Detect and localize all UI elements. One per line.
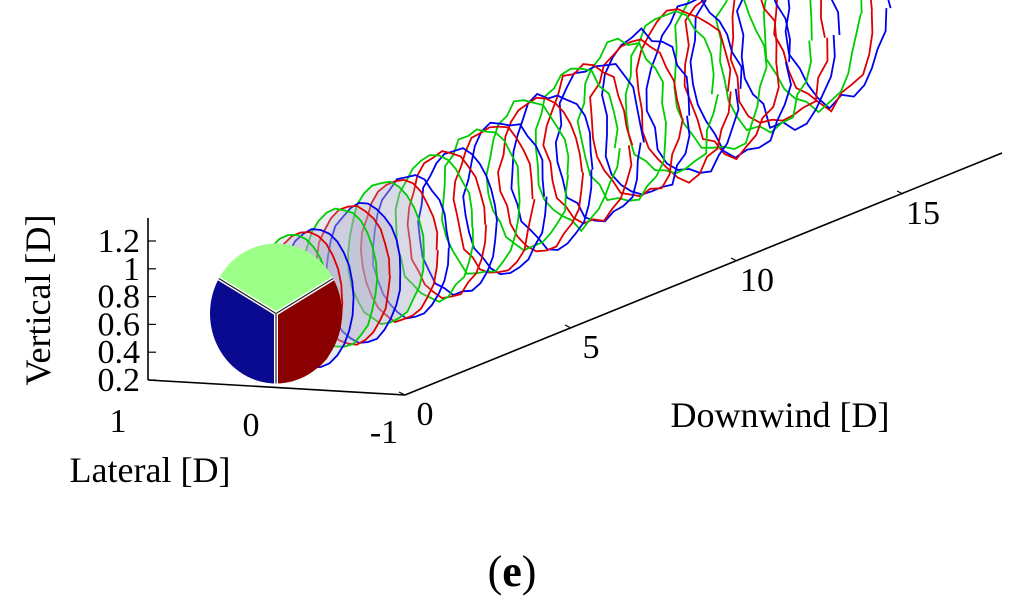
wake-ring-series-2-6	[554, 63, 645, 223]
downwind-tick-mark-2	[730, 257, 738, 262]
wake-ring-series-0-8	[624, 10, 719, 175]
wake-ring-series-0-3	[394, 154, 474, 303]
lateral-tick-label-1: 0	[243, 407, 260, 444]
vertical-axis-label: Vertical [D]	[18, 215, 58, 386]
panel-label: (e)	[487, 547, 537, 596]
wake-ring-series-1-7	[589, 38, 684, 198]
rotor-blade-edge-0	[275, 277, 334, 315]
wake-ring-series-1-9	[683, 0, 780, 161]
wake-ring-series-1-8	[635, 8, 732, 184]
wake-ring-series-0-4	[441, 128, 521, 275]
vertical-tick-label-0: 0.2	[98, 362, 141, 399]
wake-ring-series-0-6	[534, 67, 621, 233]
wake-ring-series-2-9	[689, 0, 792, 159]
wake-ring-series-2-10	[736, 0, 841, 132]
wake-ring-series-0-11	[762, 0, 863, 114]
wake-ring-series-1-6	[542, 63, 634, 225]
downwind-tick-label-0: 0	[417, 396, 434, 433]
downwind-tick-label-2: 10	[740, 262, 774, 299]
wake-ring-series-2-5	[510, 92, 594, 251]
downwind-tick-label-3: 15	[906, 195, 940, 232]
wake-ring-series-2-11	[784, 0, 892, 110]
vertical-tick-label-2: 0.6	[98, 306, 141, 343]
wake-ring-series-1-5	[497, 96, 585, 253]
downwind-tick-mark-1	[564, 324, 572, 329]
wake-ring-series-1-11	[773, 0, 874, 113]
wake-ring-series-0-10	[714, 0, 813, 134]
downwind-tick-mark-3	[896, 190, 904, 195]
downwind-tick-label-1: 5	[583, 329, 600, 366]
wake-rings-group	[254, 0, 892, 375]
wake-ring-series-2-8	[645, 0, 743, 174]
wake-ring-series-2-4	[462, 121, 548, 276]
vertical-tick-label-4: 1	[123, 251, 140, 288]
lateral-tick-label-0: 1	[110, 403, 127, 440]
wake-ring-series-1-10	[729, 0, 829, 124]
wake-ring-series-2-3	[417, 147, 498, 297]
wake-ring-series-0-2	[347, 180, 425, 326]
wake-ring-series-0-7	[576, 37, 667, 202]
panel-label-letter: e	[502, 547, 522, 596]
rotor-blade-edge-2	[218, 277, 277, 315]
downwind-tick-mark-0	[398, 391, 406, 396]
lateral-axis-line	[147, 379, 406, 396]
vertical-tick-label-1: 0.4	[98, 334, 141, 371]
vertical-tick-label-3: 0.8	[98, 279, 141, 316]
lateral-tick-label-2: -1	[370, 414, 398, 451]
wake-ring-series-2-7	[601, 27, 691, 196]
wake-ring-series-1-3	[406, 150, 487, 300]
vertical-tick-label-5: 1.2	[98, 223, 141, 260]
downwind-axis-label: Downwind [D]	[671, 395, 890, 435]
wake-ring-series-1-4	[452, 125, 536, 274]
downwind-axis-line	[404, 152, 1003, 396]
rotor-disk	[210, 243, 342, 384]
lateral-axis-label: Lateral [D]	[70, 450, 231, 490]
wake-ring-series-0-9	[673, 0, 768, 150]
